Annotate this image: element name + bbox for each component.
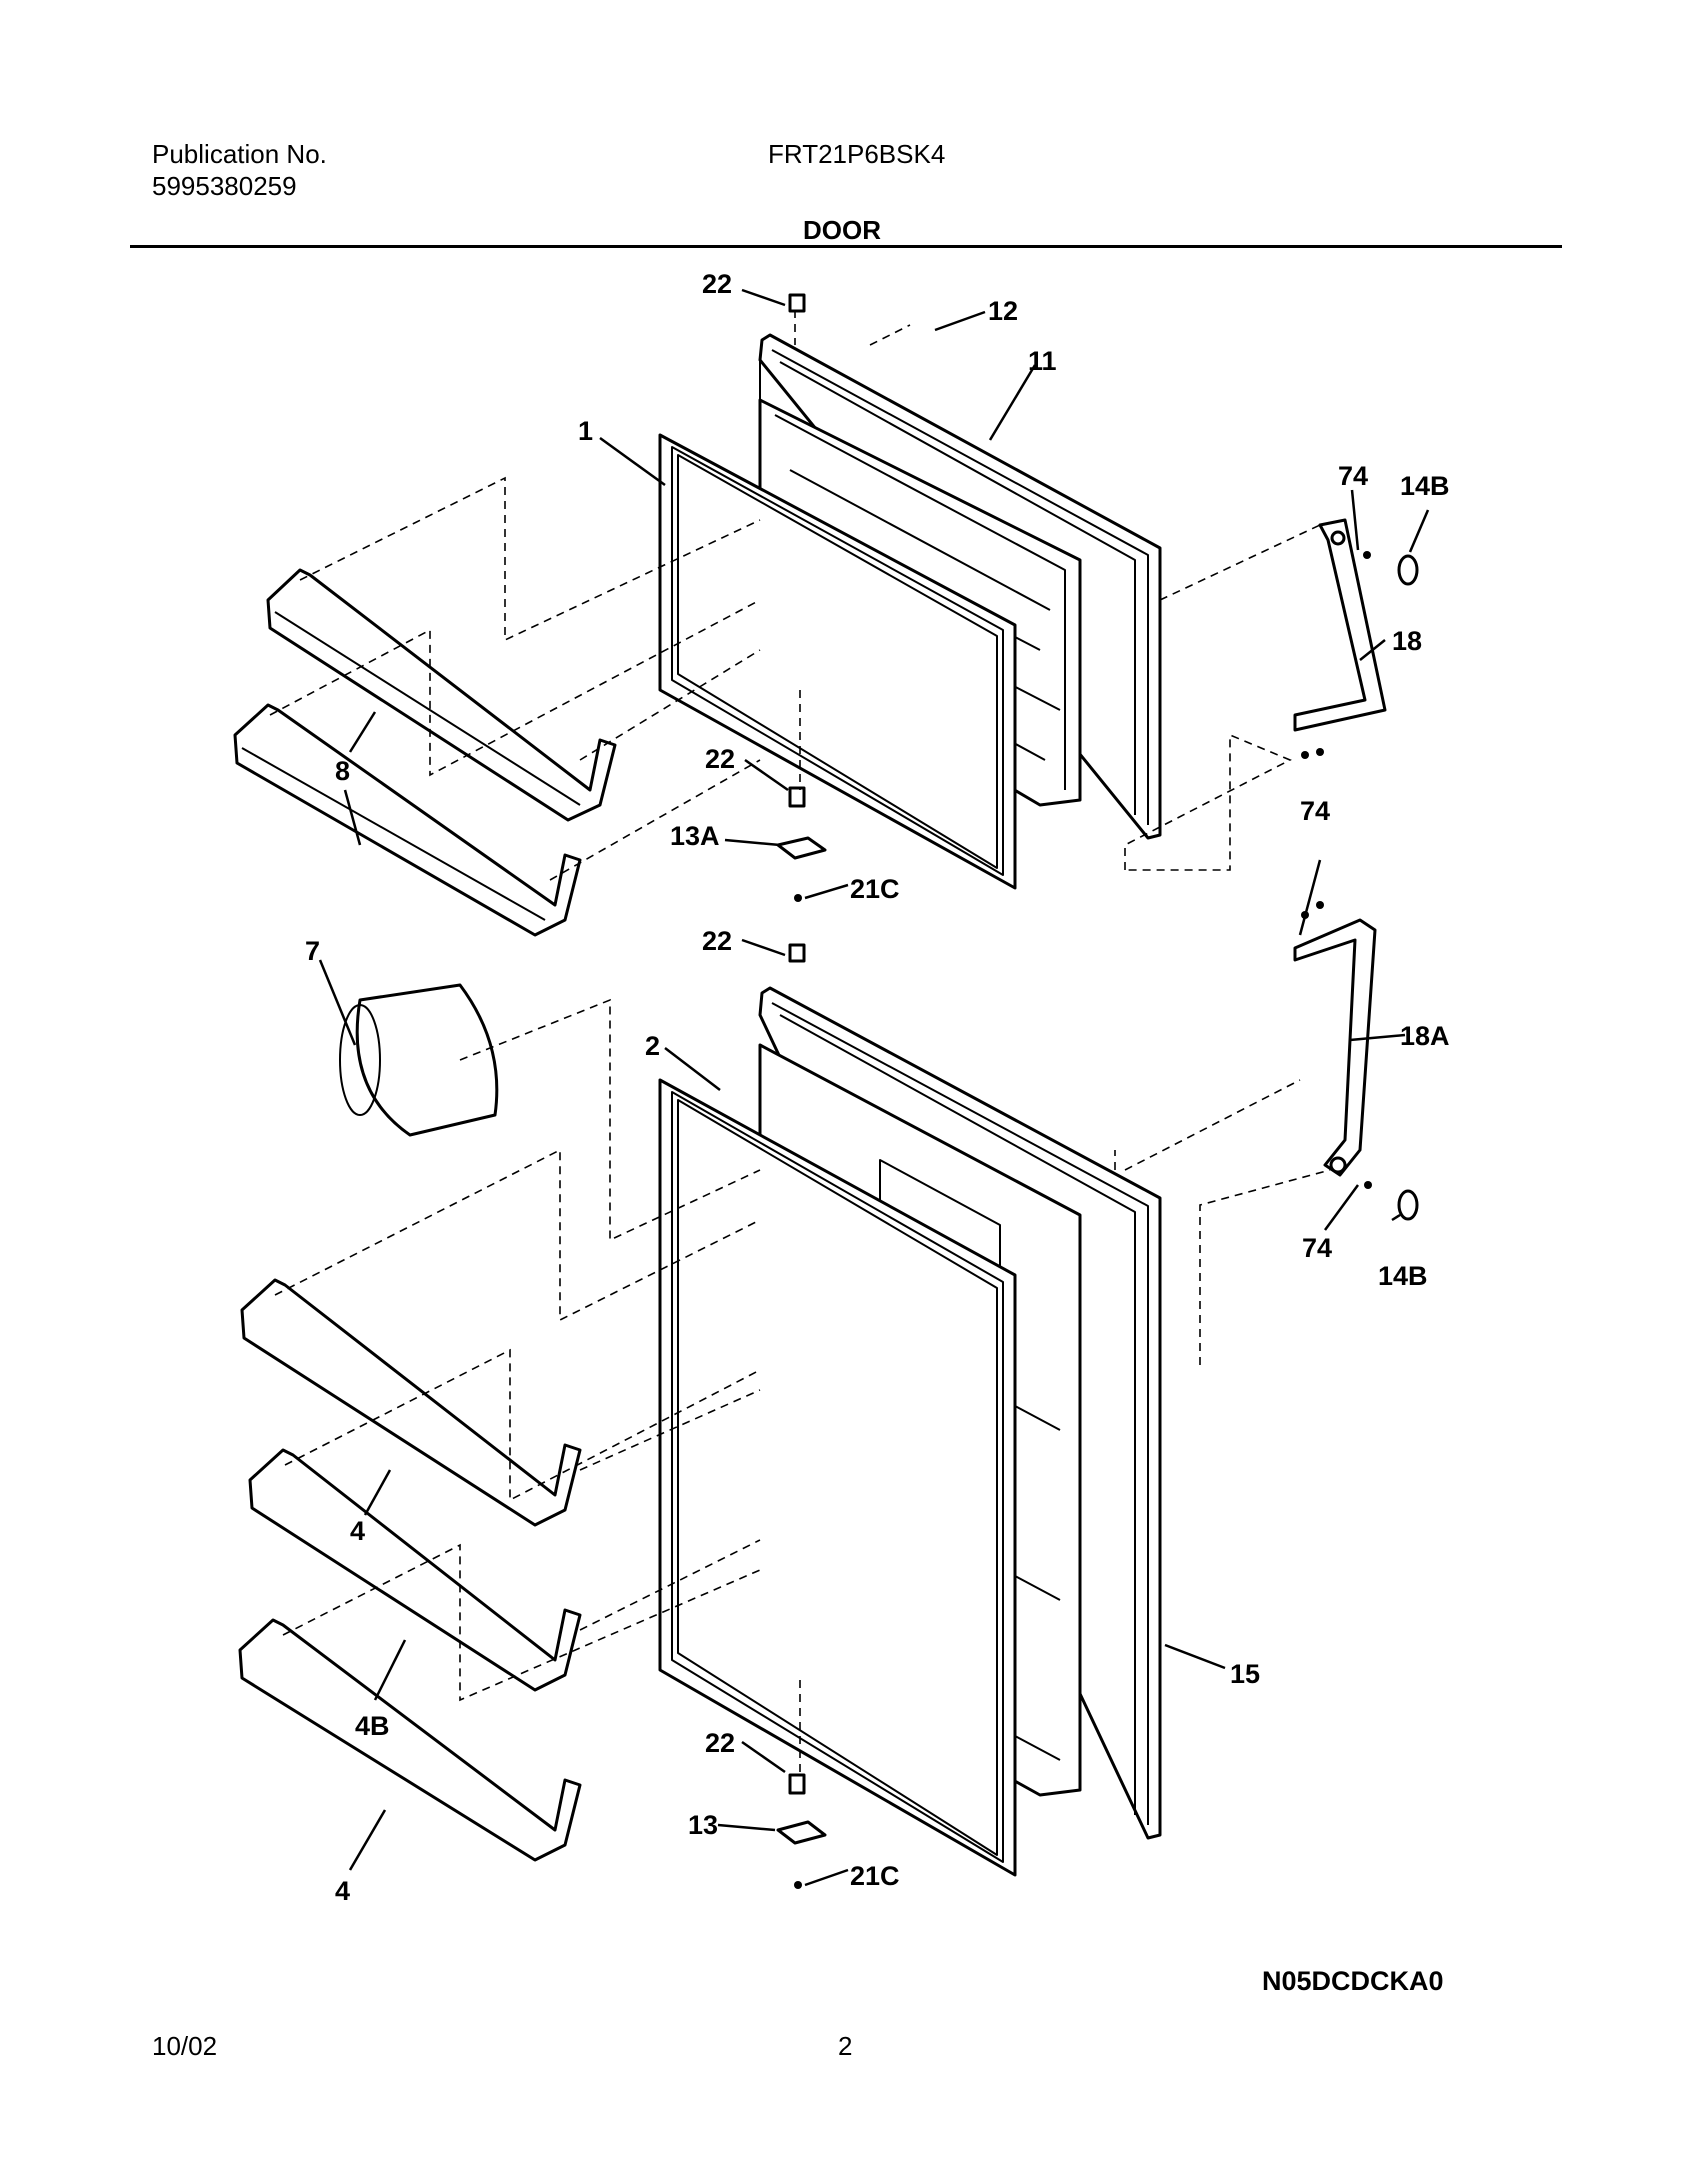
header-rule [130, 245, 1562, 248]
callout-8: 8 [335, 756, 350, 786]
callout-74-middle: 74 [1300, 796, 1330, 826]
publication-label: Publication No. [152, 139, 327, 169]
callout-7: 7 [305, 936, 320, 966]
publication-number: 5995380259 [152, 171, 297, 201]
shelf-bin-upper-2 [233, 703, 582, 937]
hinge-pin-cap [1397, 554, 1419, 1221]
callout-14b-bottom: 14B [1378, 1261, 1428, 1291]
hinge-pins-and-screws [776, 293, 1372, 1889]
section-title: DOOR [803, 215, 881, 245]
callout-12: 12 [988, 296, 1018, 326]
footer-date: 10/02 [152, 2031, 218, 2061]
callout-21c-fresh: 21C [850, 1861, 900, 1891]
page-number: 2 [838, 2031, 853, 2061]
callout-labels: 22 12 11 1 74 14B 18 8 22 13A 21C 74 22 … [305, 269, 1450, 1996]
callout-22-top: 22 [702, 269, 732, 299]
hinge-upper [1293, 518, 1387, 732]
callout-2: 2 [645, 1031, 660, 1061]
callout-21c-freezer: 21C [850, 874, 900, 904]
freezer-door-gasket [658, 433, 1017, 890]
leader-lines [318, 288, 1430, 1887]
callout-13a: 13A [670, 821, 720, 851]
butter-bin [339, 983, 499, 1137]
callout-18: 18 [1392, 626, 1422, 656]
callout-22-fresh-top: 22 [702, 926, 732, 956]
callout-4b: 4B [355, 1711, 390, 1741]
fresh-food-door-gasket [658, 1078, 1017, 1877]
callout-74-bottom: 74 [1302, 1233, 1332, 1263]
callout-14b-top: 14B [1400, 471, 1450, 501]
callout-1: 1 [578, 416, 593, 446]
callout-4-lower: 4 [335, 1876, 350, 1906]
shelf-bin-lower-3 [238, 1618, 582, 1862]
shelf-bin-lower-2 [248, 1448, 582, 1692]
callout-13: 13 [688, 1810, 718, 1840]
model-number: FRT21P6BSK4 [768, 139, 946, 169]
drawing-code: N05DCDCKA0 [1262, 1966, 1444, 1996]
hinge-center [1293, 918, 1377, 1177]
callout-4-upper: 4 [350, 1516, 365, 1546]
callout-18a: 18A [1400, 1021, 1450, 1051]
callout-22-freezer-bottom: 22 [705, 744, 735, 774]
shelf-bin-lower-1 [240, 1278, 582, 1527]
callout-22-fresh-bottom: 22 [705, 1728, 735, 1758]
assembly-lines [269, 310, 1331, 1775]
callout-15: 15 [1230, 1659, 1260, 1689]
callout-11: 11 [1028, 346, 1057, 376]
callout-74-top: 74 [1338, 461, 1368, 491]
